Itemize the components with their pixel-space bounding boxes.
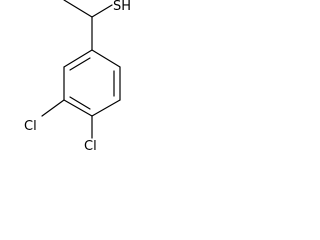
ring-bond-c1-c2	[91, 49, 121, 68]
bonds	[41, 0, 121, 139]
atom-label-cl-3: Cl	[24, 119, 37, 134]
ring-double-bond-c4-c5	[69, 96, 91, 110]
molecule-drawing: SH Cl Cl	[24, 0, 131, 154]
bond-ch-to-methyl	[63, 0, 93, 18]
ring-bond-c3-c4	[91, 99, 121, 117]
ring-double-bond-c6-c1	[69, 57, 91, 71]
atom-label-cl-4: Cl	[84, 139, 97, 154]
atom-label-sh: SH	[113, 0, 131, 14]
ring-bond-c4-c5	[63, 99, 93, 117]
structure-canvas: SH Cl Cl	[0, 0, 135, 197]
ring-bond-c6-c1	[63, 49, 93, 68]
bond-ch-to-sh	[91, 4, 113, 18]
bond-ring-to-cl3	[41, 99, 65, 117]
